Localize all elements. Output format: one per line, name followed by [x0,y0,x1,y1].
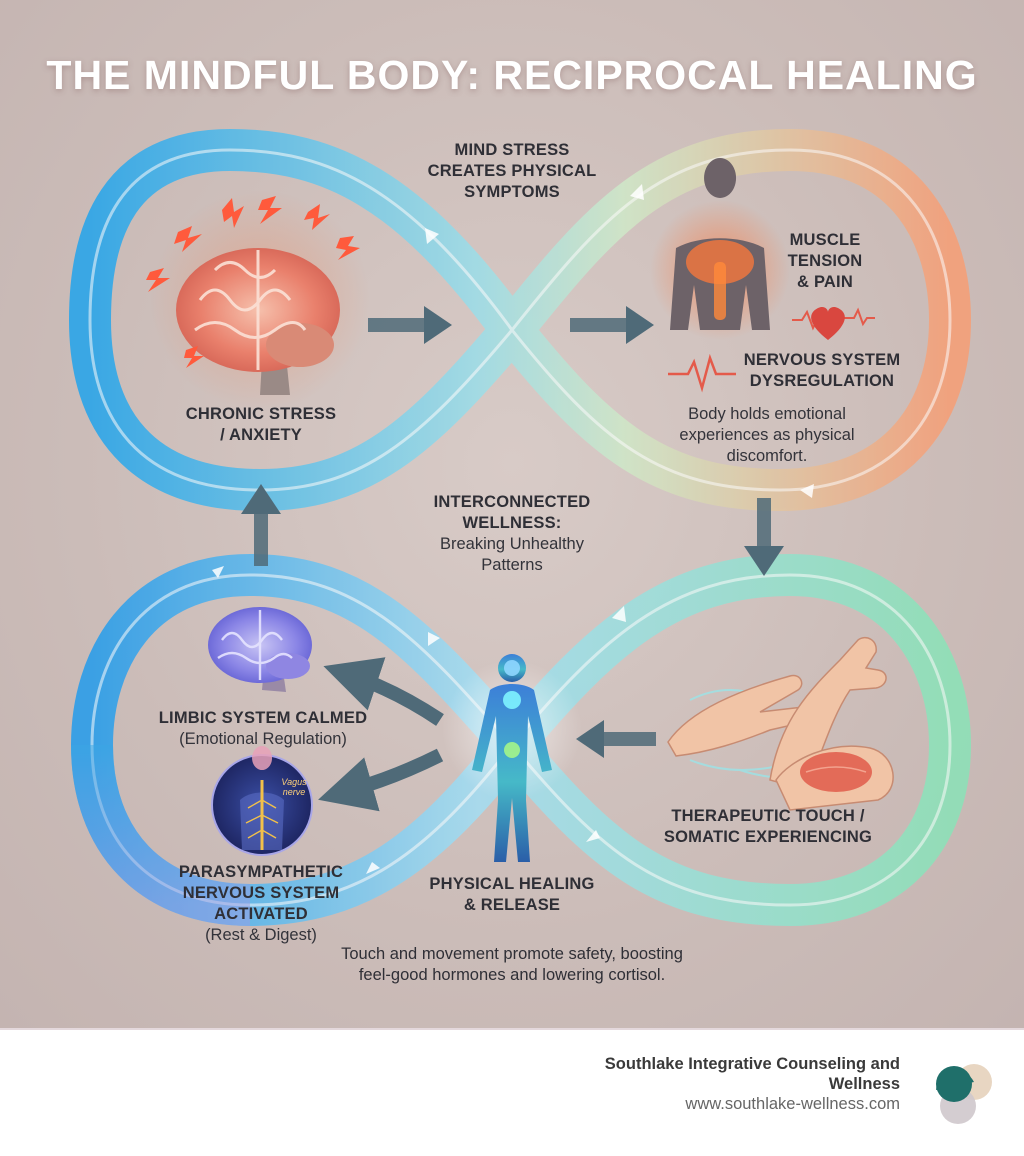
vagus-nerve-illustration [211,746,313,856]
calm-brain-illustration [208,607,312,692]
parasympathetic-line-2: NERVOUS SYSTEM [182,884,340,902]
muscle-tension-line-1: MUSCLE [789,231,861,249]
chronic-stress-label: CHRONIC STRESS / ANXIETY [166,404,356,446]
body-holds-caption: Body holds emotional experiences as phys… [660,404,874,467]
therapeutic-line-2: SOMATIC EXPERIENCING [663,828,873,846]
arrow-person-to-vagus [318,748,444,812]
limbic-system-block: LIMBIC SYSTEM CALMED (Emotional Regulati… [148,708,378,750]
chronic-stress-line-2: / ANXIETY [220,426,302,444]
mind-stress-line-2: CREATES PHYSICAL [427,162,597,180]
interconnected-wellness-block: INTERCONNECTED WELLNESS: Breaking Unheal… [392,492,632,576]
muscle-tension-line-3: & PAIN [797,273,853,291]
top-loop [68,128,972,512]
interconnected-line-2: WELLNESS: [462,514,562,532]
interconnected-line-1: INTERCONNECTED [433,493,591,511]
bottom-caption-line-2: feel-good hormones and lowering cortisol… [358,966,666,984]
nervous-dysregulation-line-2: DYSREGULATION [749,372,895,390]
flow-arrows [241,306,784,812]
muscle-tension-label: MUSCLE TENSION & PAIN [770,230,880,293]
stressed-brain-illustration [146,190,370,410]
parasympathetic-line-1: PARASYMPATHETIC [178,863,344,881]
parasympathetic-line-3: ACTIVATED [214,905,308,923]
vagus-nerve-label: Vagus nerve [270,777,318,797]
mind-stress-line-3: SYMPTOMS [464,183,560,201]
therapeutic-line-1: THERAPEUTIC TOUCH / [671,807,865,825]
loop-direction-arrows [212,184,814,874]
infographic-canvas: THE MINDFUL BODY: RECIPROCAL HEALING MIN… [0,0,1024,1028]
arrow-touch-to-person [576,720,656,758]
nervous-dysregulation-label: NERVOUS SYSTEM DYSREGULATION [738,350,906,392]
chronic-stress-line-1: CHRONIC STRESS [185,405,337,423]
body-holds-line-3: discomfort. [726,447,808,465]
page-title: THE MINDFUL BODY: RECIPROCAL HEALING [46,52,978,98]
interconnected-sub-line-2: Patterns [481,556,543,574]
organization-name-line-2: Wellness [828,1075,900,1093]
limbic-system-title: LIMBIC SYSTEM CALMED [158,709,368,727]
nervous-dysregulation-line-1: NERVOUS SYSTEM [743,351,901,369]
vagus-label-line-2: nerve [282,787,306,797]
arrow-left-up [241,484,281,566]
organization-name: Southlake Integrative Counseling and Wel… [500,1054,900,1094]
heart-icon [792,306,875,340]
interconnected-wellness-title: INTERCONNECTED WELLNESS: [392,492,632,534]
bottom-caption-line-1: Touch and movement promote safety, boost… [341,945,683,963]
muscle-tension-line-2: TENSION [787,252,863,270]
limbic-system-subtitle: (Emotional Regulation) [179,730,347,748]
parasympathetic-block: PARASYMPATHETIC NERVOUS SYSTEM ACTIVATED… [156,862,366,946]
infinity-loop-diagram [68,128,972,927]
therapeutic-touch-illustration [667,636,894,811]
interconnected-wellness-subtitle: Breaking Unhealthy Patterns [392,534,632,576]
interconnected-sub-line-1: Breaking Unhealthy [439,535,584,553]
physical-healing-label: PHYSICAL HEALING & RELEASE [404,874,620,916]
physical-healing-line-2: & RELEASE [463,896,561,914]
arrow-right-down [744,498,784,576]
body-holds-line-1: Body holds emotional [688,405,846,423]
arrow-person-to-limbic [323,657,444,726]
arrow-brain-to-center [368,306,452,344]
footer: Southlake Integrative Counseling and Wel… [0,1028,1024,1156]
organization-name-line-1: Southlake Integrative Counseling and [604,1055,900,1073]
tense-body-illustration [650,158,790,340]
parasympathetic-title: PARASYMPATHETIC NERVOUS SYSTEM ACTIVATED [156,862,366,925]
therapeutic-touch-label: THERAPEUTIC TOUCH / SOMATIC EXPERIENCING [650,806,886,848]
mind-stress-line-1: MIND STRESS [454,141,570,159]
physical-healing-line-1: PHYSICAL HEALING [429,875,595,893]
vagus-label-line-1: Vagus [281,777,307,787]
lightning-icons [146,196,360,368]
parasympathetic-subtitle: (Rest & Digest) [205,926,317,944]
arrow-center-to-body [570,306,654,344]
organization-logo-icon [936,1064,992,1124]
mind-stress-label: MIND STRESS CREATES PHYSICAL SYMPTOMS [382,140,642,203]
bottom-caption: Touch and movement promote safety, boost… [262,944,762,986]
body-holds-line-2: experiences as physical [679,426,855,444]
healing-person-illustration [442,654,582,862]
pulse-line-icon [668,353,736,393]
website-link[interactable]: www.southlake-wellness.com [685,1095,900,1113]
